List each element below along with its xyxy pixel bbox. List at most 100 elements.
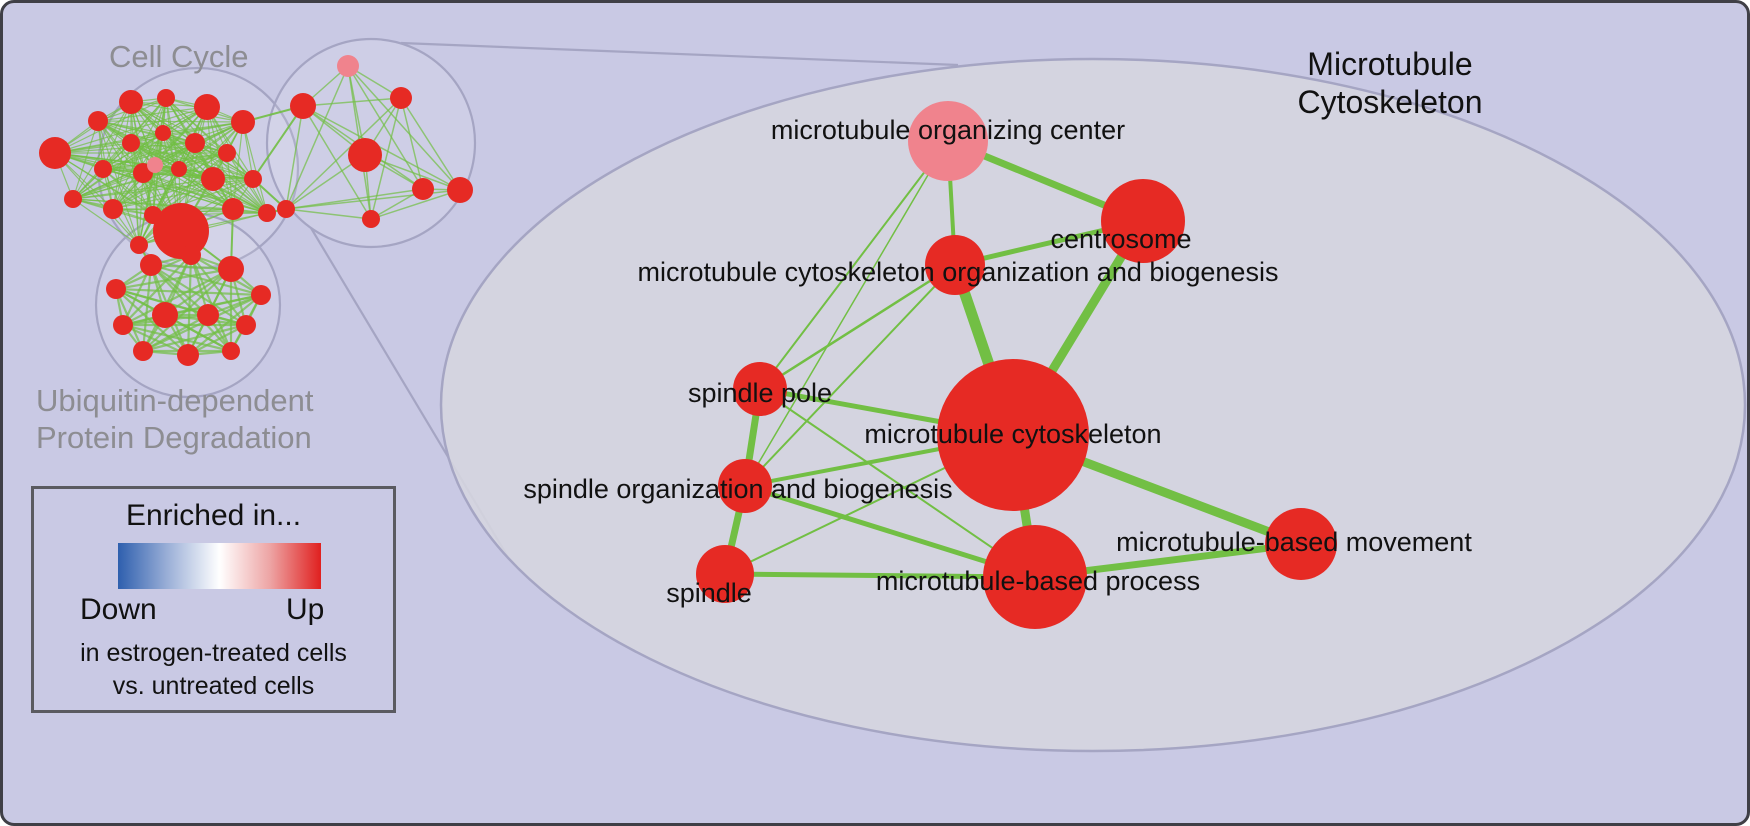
edge-mco-sob (744, 264, 956, 487)
mini-node (147, 157, 163, 173)
mini-edge-cell-cycle (130, 101, 244, 123)
legend-title: Enriched in... (125, 499, 302, 532)
mini-edge-ubiquitin (164, 293, 262, 317)
mini-node (88, 111, 108, 131)
mini-node (122, 134, 140, 152)
mini-node (113, 315, 133, 335)
mini-edge-cell-cycle (242, 121, 268, 214)
mini-edge-cell-cycle (102, 142, 196, 170)
mini-edge-cell-cycle (72, 120, 99, 200)
node-moc (908, 101, 988, 181)
mini-node (185, 133, 205, 153)
mini-edge-microtubule (285, 65, 349, 210)
mini-node (362, 210, 380, 228)
node-mc (937, 359, 1089, 511)
mini-edge-cell-cycle (142, 172, 234, 210)
mini-edge-cell-cycle (154, 152, 228, 166)
mini-node (133, 341, 153, 361)
mini-edge-ubiquitin (142, 314, 209, 352)
mini-edge-microtubule (285, 105, 304, 210)
node-sob (718, 459, 772, 513)
mini-node (140, 254, 162, 276)
mini-edge-cell-cycle (54, 152, 140, 246)
mini-node (290, 93, 316, 119)
mini-edge-microtubule (302, 105, 372, 220)
mini-node (130, 236, 148, 254)
cell-cycle-cluster-title: Cell Cycle (109, 39, 249, 74)
mini-edge-microtubule (347, 65, 424, 190)
mini-node (94, 160, 112, 178)
microtubule-cluster-title: Microtubule Cytoskeleton (1297, 46, 1483, 121)
edge-sp-mbp (759, 388, 1036, 578)
mini-edge-ubiquitin (190, 254, 247, 326)
network-svg: microtubule organizing centercentrosomem… (39, 37, 1747, 753)
mini-edge-cell-cycle (232, 121, 244, 210)
mini-edge-cell-cycle (112, 152, 228, 210)
zoom-ellipse (439, 57, 1747, 753)
mini-edge-cell-cycle (206, 106, 254, 180)
node-cen (1101, 179, 1185, 263)
node-label-mbp: microtubule-based process (876, 566, 1200, 596)
edge-mco-sp (758, 263, 957, 391)
mini-node (412, 178, 434, 200)
mini-edge-ubiquitin (150, 263, 262, 297)
node-label-mco: microtubule cytoskeleton organization an… (638, 257, 1279, 287)
mini-edge-ubiquitin (150, 264, 209, 316)
mini-edge-ubiquitin (122, 268, 232, 326)
edge-moc-sp (759, 140, 949, 390)
node-label-mbm: microtubule-based movement (1116, 527, 1472, 557)
mini-edge-ubiquitin (150, 264, 232, 352)
mini-node (218, 256, 244, 282)
mini-node (390, 87, 412, 109)
mini-edge-cell-cycle (130, 121, 244, 144)
mini-edge-cell-cycle (72, 168, 180, 200)
mini-node (64, 190, 82, 208)
legend-up-label: Up (286, 593, 325, 626)
mini-edge-cell-cycle (130, 97, 167, 144)
mini-node (218, 144, 236, 162)
mini-node (106, 279, 126, 299)
mini-node (244, 170, 262, 188)
mini-node (39, 137, 71, 169)
mini-node (153, 203, 209, 259)
node-label-sp: spindle pole (688, 378, 832, 408)
mini-edge-cell-cycle (72, 106, 208, 200)
mini-edge-cell-cycle (72, 198, 140, 246)
edge-moc-sob (744, 140, 949, 487)
mini-edge-cell-cycle (162, 121, 244, 134)
mini-edge-cell-cycle (102, 152, 228, 170)
mini-edge-microtubule (285, 188, 424, 210)
mini-node (119, 90, 143, 114)
node-label-mc: microtubule cytoskeleton (864, 419, 1161, 449)
mini-node (231, 110, 255, 134)
mini-edge-microtubule (302, 105, 461, 191)
mini-node (197, 304, 219, 326)
mini-node (194, 94, 220, 120)
mini-edge-microtubule (347, 65, 461, 191)
mini-node (177, 344, 199, 366)
node-label-spn: spindle (666, 578, 752, 608)
node-sp (733, 362, 787, 416)
mini-edge-microtubule (400, 97, 424, 190)
legend-caption: in estrogen-treated cells vs. untreated … (80, 639, 347, 700)
node-label-cen: centrosome (1050, 224, 1191, 254)
mini-node (337, 55, 359, 77)
zoom-guide-line (400, 41, 959, 67)
mini-edge-cell-cycle (72, 101, 132, 200)
ubiquitin-cluster-title: Ubiquitin-dependent Protein Degradation (36, 383, 314, 455)
mini-edge-cell-cycle (138, 164, 156, 246)
mini-edge-ubiquitin (142, 323, 247, 353)
mini-edge-cell-cycle (138, 168, 180, 246)
legend-box: Enriched in... Down Up in estrogen-treat… (31, 486, 396, 713)
mini-node (171, 161, 187, 177)
mini-edge-cell-cycle (72, 132, 164, 200)
mini-node (181, 245, 201, 265)
node-mco (925, 235, 985, 295)
mini-edge-cell-cycle (102, 168, 154, 216)
mini-node (348, 138, 382, 172)
mini-edge-microtubule (285, 97, 402, 210)
mini-edge-ubiquitin (164, 268, 232, 316)
legend-down-label: Down (80, 593, 157, 626)
mini-edge-ubiquitin (122, 254, 192, 326)
node-spn (696, 545, 754, 603)
